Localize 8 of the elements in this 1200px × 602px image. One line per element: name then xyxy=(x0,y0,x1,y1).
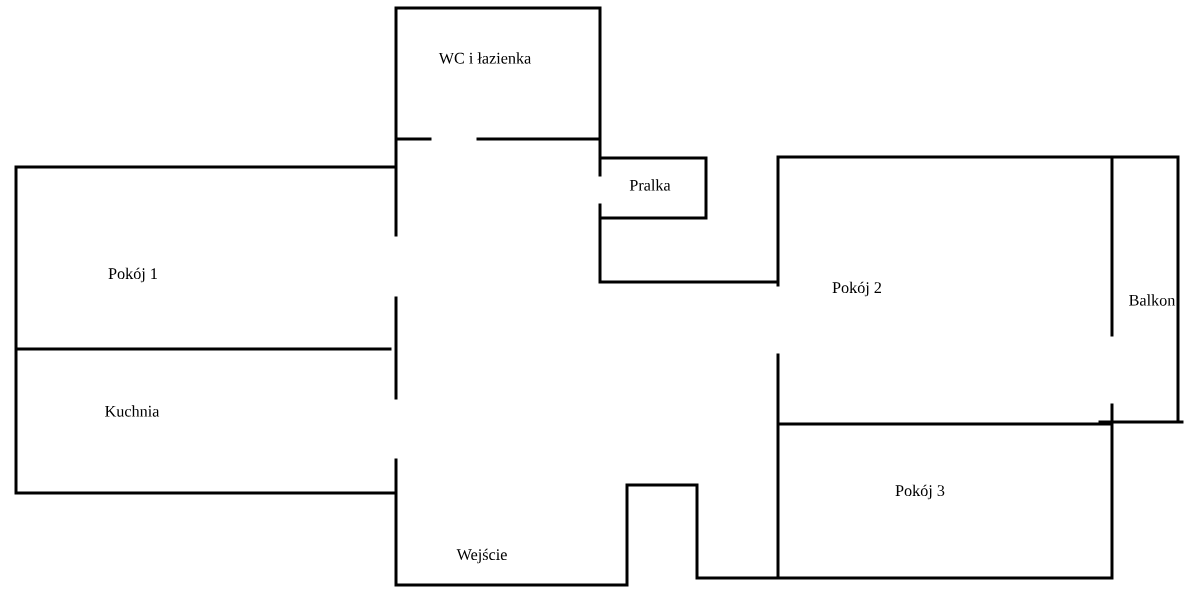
room-label: Kuchnia xyxy=(105,405,160,417)
room-label: Wejście xyxy=(456,548,507,564)
room-label: Pokój 2 xyxy=(832,281,881,297)
room-label: WC i łazienka xyxy=(438,52,532,64)
room-label: Pralka xyxy=(629,179,671,191)
room-label: Pokój 1 xyxy=(108,267,157,283)
room-label: Pokój 3 xyxy=(895,484,945,500)
room-label: Balkon xyxy=(1129,294,1176,306)
